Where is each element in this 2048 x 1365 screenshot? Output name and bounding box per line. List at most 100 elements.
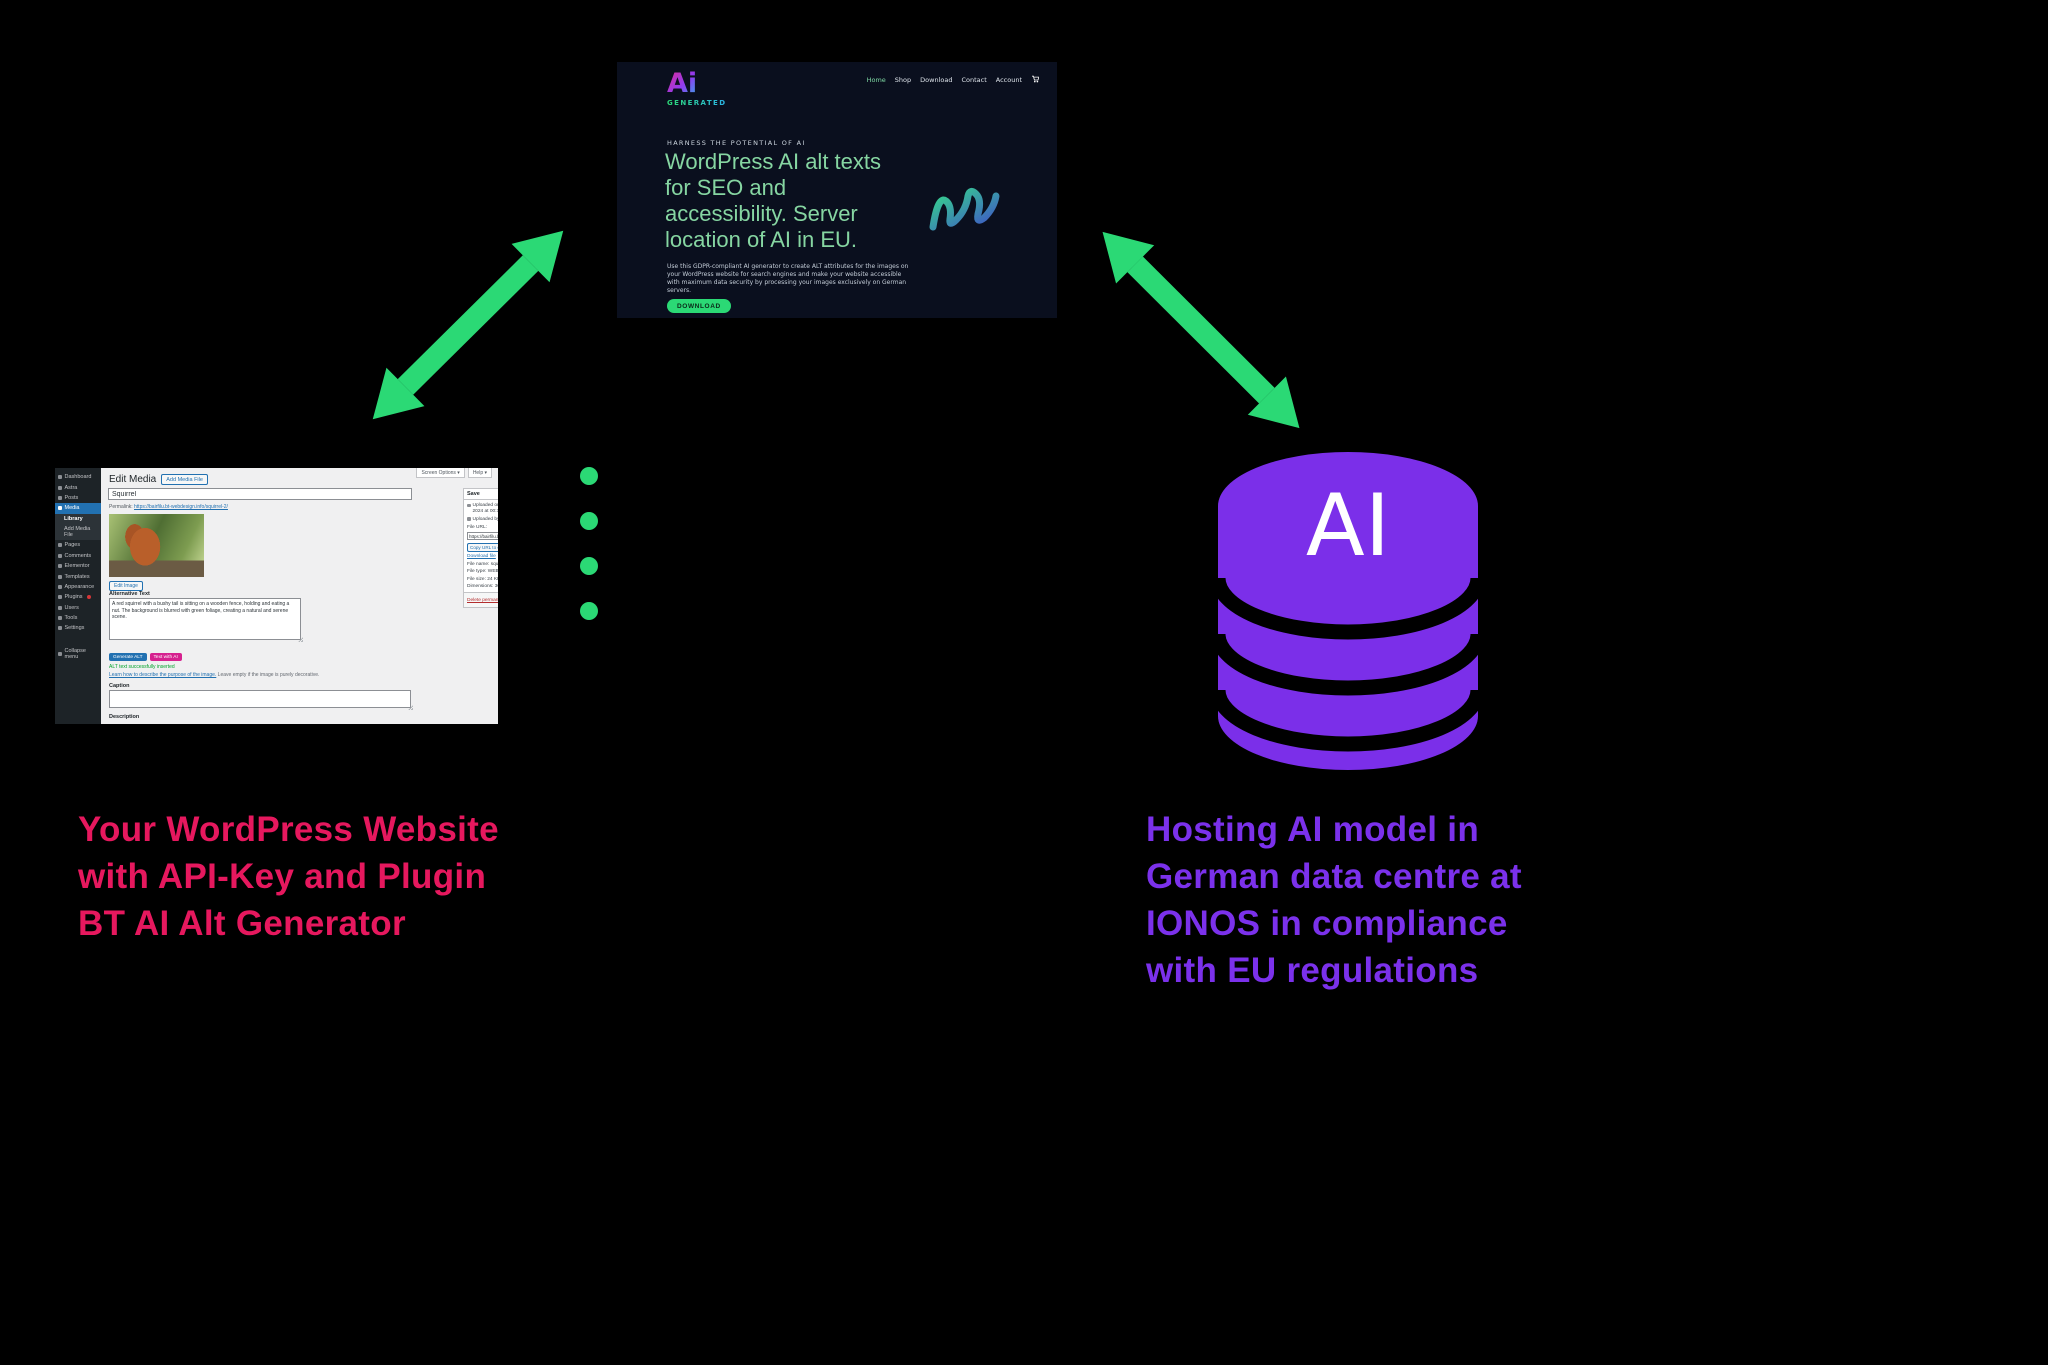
save-panel-footer: Delete permanently Update — [464, 592, 498, 607]
alt-text-textarea[interactable]: A red squirrel with a bushy tail is sitt… — [109, 598, 301, 640]
caption-line: with API-Key and Plugin — [78, 857, 487, 896]
alt-helper-text: Learn how to describe the purpose of the… — [109, 672, 319, 678]
sidebar-item-label: Elementor — [64, 563, 90, 570]
db-ai-label: AI — [1306, 476, 1390, 576]
logo-ai-mark: Ai — [667, 68, 697, 99]
sidebar-item-pages[interactable]: Pages — [55, 540, 101, 550]
pages-icon — [58, 543, 62, 548]
success-message: ALT text successfully inserted — [109, 664, 175, 670]
sidebar-item-templates[interactable]: Templates — [55, 571, 101, 581]
save-panel: Save ▴▾ Uploaded on: 31 January 2024 at … — [463, 488, 498, 608]
ai-generated-website-screenshot: Ai GENERATED Home Shop Download Contact … — [617, 62, 1057, 318]
dot — [580, 602, 598, 620]
dot — [580, 557, 598, 575]
user-icon — [467, 517, 471, 521]
sidebar-item-label: Appearance — [64, 583, 95, 590]
site-logo[interactable]: Ai GENERATED — [666, 66, 736, 114]
resize-handle-icon[interactable] — [297, 636, 303, 642]
sidebar-item-label: Collapse menu — [64, 647, 86, 660]
download-button[interactable]: DOWNLOAD — [667, 299, 731, 313]
sidebar-item-elementor[interactable]: Elementor — [55, 561, 101, 571]
sidebar-item-appearance[interactable]: Appearance — [55, 582, 101, 592]
media-title-input[interactable] — [108, 488, 412, 500]
screen-options-row: Screen Options ▾ Help ▾ — [416, 468, 492, 478]
dot — [580, 467, 598, 485]
permalink-label: Permalink: — [109, 504, 133, 510]
sidebar-item-label: Comments — [64, 552, 92, 559]
delete-permanently-link[interactable]: Delete permanently — [467, 597, 498, 603]
astra-icon — [58, 485, 62, 490]
ai-database-icon: AI — [1210, 452, 1486, 774]
comments-icon — [58, 553, 62, 558]
arrow-wordpress-to-site — [353, 211, 583, 439]
download-file-link[interactable]: Download file — [467, 554, 496, 559]
nav-home[interactable]: Home — [866, 76, 886, 84]
sidebar-item-label: Templates — [64, 573, 90, 580]
text-with-ai-button[interactable]: Text with AI — [149, 653, 182, 661]
appearance-icon — [58, 584, 62, 589]
resize-handle-icon[interactable] — [407, 704, 413, 710]
wordpress-admin-screenshot: Dashboard Astra Posts Media Library Add … — [55, 468, 498, 724]
connector-dots — [580, 467, 598, 620]
dimensions-text: Dimensions: 300 by 200 pixels — [467, 584, 498, 589]
uploaded-on-row: Uploaded on: 31 January 2024 at 00:39 — [467, 503, 498, 514]
description-label: Description — [109, 714, 140, 720]
sidebar-item-settings[interactable]: Settings — [55, 623, 101, 633]
help-button[interactable]: Help ▾ — [467, 468, 492, 478]
templates-icon — [58, 574, 62, 579]
file-size-text: File size: 24 KB — [467, 576, 498, 582]
file-url-label: File URL: — [467, 524, 487, 530]
generate-alt-button[interactable]: Generate ALT — [109, 653, 147, 661]
copy-url-button[interactable]: Copy URL to clipboard — [467, 542, 498, 552]
alt-text-label: Alternative Text — [109, 591, 150, 597]
sidebar-item-media[interactable]: Media — [55, 503, 101, 514]
sidebar-item-dashboard[interactable]: Dashboard — [55, 472, 101, 482]
sidebar-item-label: Library — [64, 515, 83, 522]
permalink-link[interactable]: https://bairfilu.bt-webdesign.info/squir… — [134, 504, 228, 510]
arrow-site-to-database — [1083, 212, 1319, 448]
generate-buttons-row: Generate ALT Text with AI — [109, 653, 182, 661]
sidebar-item-plugins[interactable]: Plugins — [55, 592, 101, 602]
settings-icon — [58, 626, 62, 631]
elementor-icon — [58, 564, 62, 569]
add-media-file-button[interactable]: Add Media File — [161, 474, 208, 485]
caption-line: with EU regulations — [1146, 951, 1479, 990]
nav-download[interactable]: Download — [920, 76, 953, 84]
save-panel-header[interactable]: Save ▴▾ — [464, 489, 498, 500]
media-icon — [58, 506, 62, 511]
site-heading: WordPress AI alt texts for SEO and acces… — [665, 149, 882, 252]
page-title: Edit Media — [109, 474, 157, 485]
uploaded-by-row: Uploaded by: admin — [467, 517, 498, 523]
file-type-text: File type: WEBP — [467, 569, 498, 574]
sidebar-item-label: Dashboard — [64, 474, 92, 481]
cart-icon[interactable] — [1031, 75, 1040, 85]
sidebar-item-label: Users — [64, 604, 79, 611]
learn-how-link[interactable]: Learn how to describe the purpose of the… — [109, 672, 217, 678]
site-tagline: HARNESS THE POTENTIAL OF AI — [667, 139, 806, 147]
permalink: Permalink: https://bairfilu.bt-webdesign… — [109, 504, 228, 510]
caption-textarea[interactable] — [109, 690, 411, 708]
sidebar-item-tools[interactable]: Tools — [55, 613, 101, 623]
nav-contact[interactable]: Contact — [961, 76, 987, 84]
sidebar-item-users[interactable]: Users — [55, 603, 101, 613]
sidebar-item-label: Astra — [64, 484, 78, 491]
sidebar-item-library[interactable]: Library — [55, 513, 101, 524]
caption-hosting: Hosting AI model in German data centre a… — [1146, 806, 1522, 994]
sidebar-item-posts[interactable]: Posts — [55, 493, 101, 503]
squirrel-image — [109, 514, 204, 577]
calendar-icon — [467, 503, 471, 507]
edit-image-button[interactable]: Edit Image — [109, 581, 143, 591]
sidebar-item-collapse-menu[interactable]: Collapse menu — [55, 646, 101, 662]
posts-icon — [58, 495, 62, 500]
caption-line: German data centre at — [1146, 857, 1522, 896]
sidebar-item-add-media-file[interactable]: Add Media File — [55, 523, 101, 541]
plugins-icon — [58, 595, 62, 600]
sidebar-item-comments[interactable]: Comments — [55, 551, 101, 561]
sidebar-item-astra[interactable]: Astra — [55, 482, 101, 492]
nav-account[interactable]: Account — [995, 76, 1022, 84]
wp-sidebar: Dashboard Astra Posts Media Library Add … — [55, 468, 101, 724]
screen-options-button[interactable]: Screen Options ▾ — [416, 468, 465, 478]
nav-shop[interactable]: Shop — [894, 76, 912, 84]
file-url-input[interactable] — [467, 532, 498, 540]
